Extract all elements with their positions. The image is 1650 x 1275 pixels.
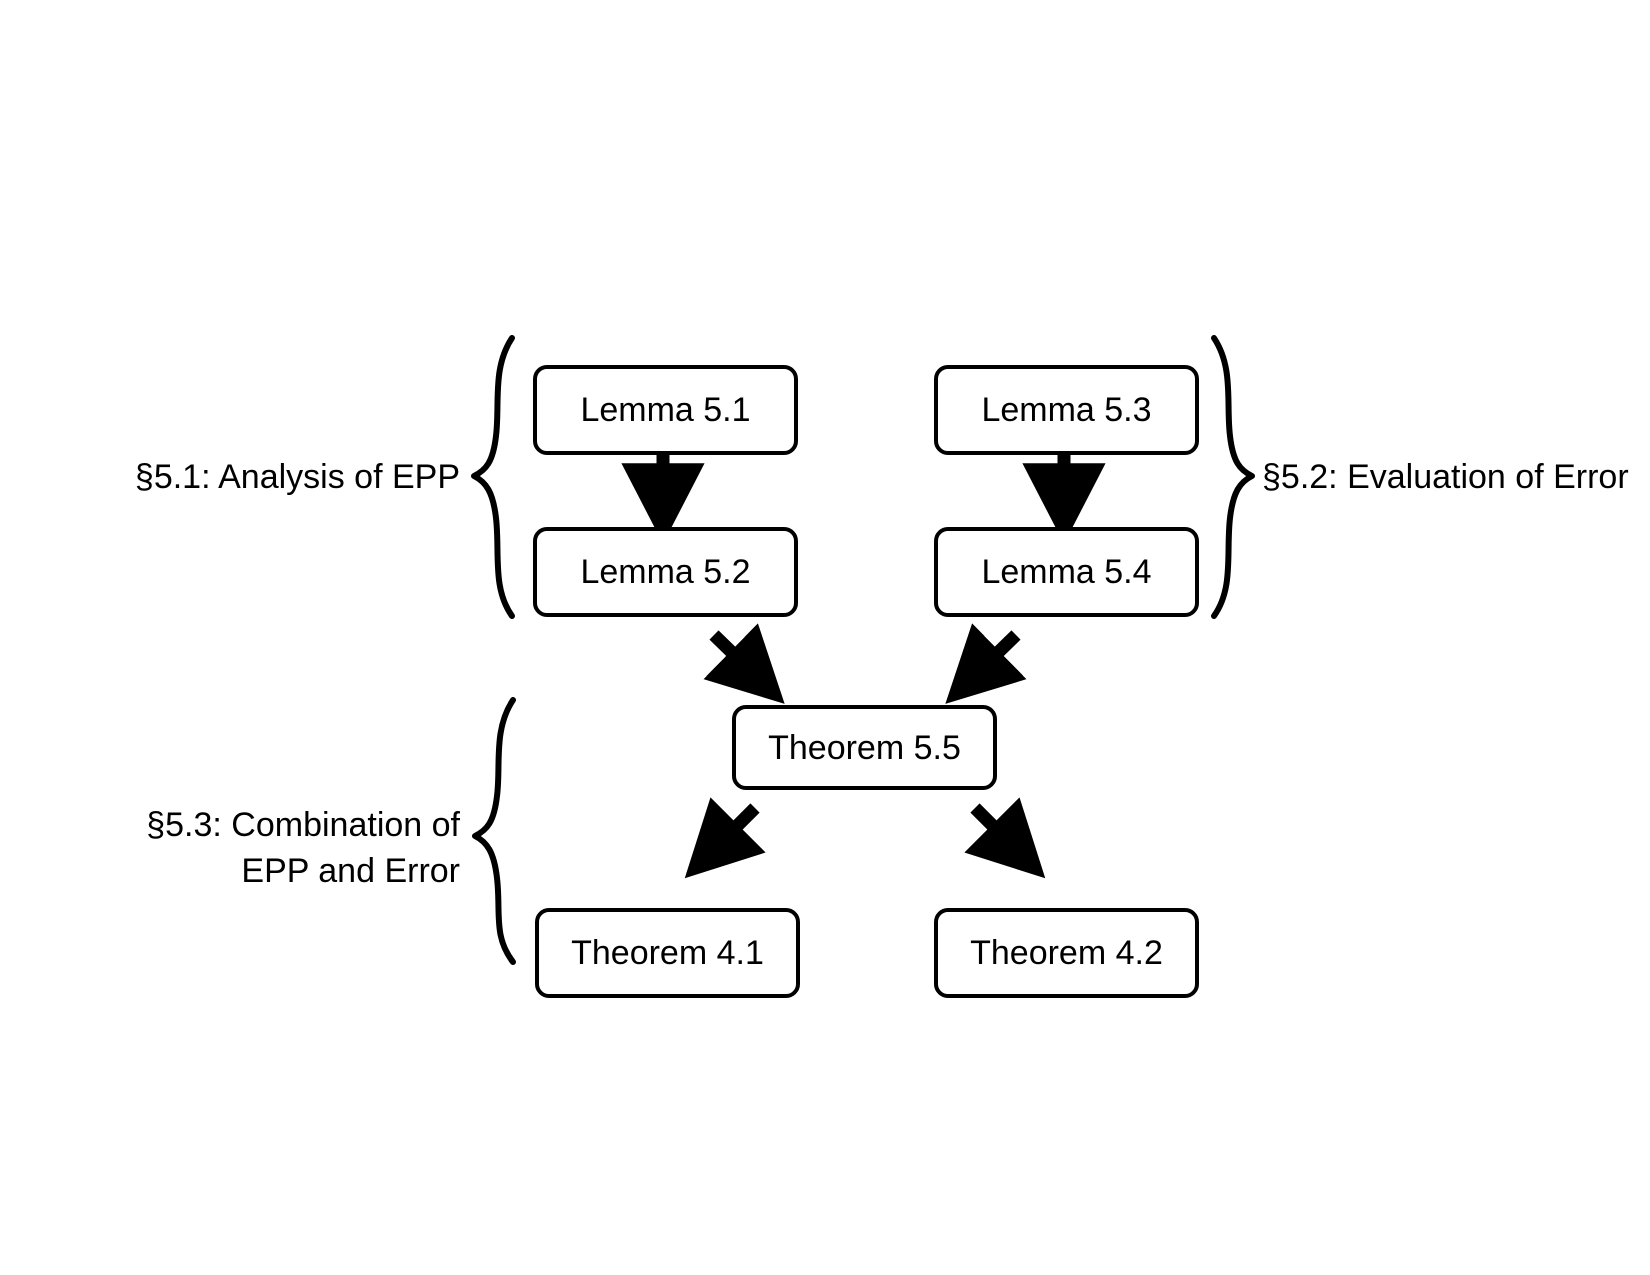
node-lemma-5-3[interactable]: Lemma 5.3 xyxy=(934,365,1199,455)
node-lemma-5-2-label: Lemma 5.2 xyxy=(580,553,751,591)
arrow-lemma54-to-theorem55 xyxy=(945,623,1027,704)
arrow-theorem55-to-theorem42 xyxy=(964,797,1046,879)
node-lemma-5-1[interactable]: Lemma 5.1 xyxy=(533,365,798,455)
brace-section-5-1 xyxy=(471,335,515,619)
section-label-5-3: §5.3: Combination of EPP and Error xyxy=(90,803,460,895)
node-theorem-4-2-label: Theorem 4.2 xyxy=(970,934,1163,972)
section-label-5-1: §5.1: Analysis of EPP xyxy=(134,458,460,496)
node-lemma-5-3-label: Lemma 5.3 xyxy=(981,391,1152,429)
node-lemma-5-4-label: Lemma 5.4 xyxy=(981,553,1152,591)
section-label-5-3-line2: EPP and Error xyxy=(241,851,460,890)
node-theorem-4-1-label: Theorem 4.1 xyxy=(571,934,764,972)
node-theorem-5-5[interactable]: Theorem 5.5 xyxy=(732,705,997,790)
arrow-lemma52-to-theorem55 xyxy=(703,623,785,704)
node-lemma-5-2[interactable]: Lemma 5.2 xyxy=(533,527,798,617)
arrow-theorem55-to-theorem41 xyxy=(684,797,766,879)
brace-section-5-2 xyxy=(1211,335,1255,619)
brace-section-5-3 xyxy=(472,697,516,965)
node-lemma-5-4[interactable]: Lemma 5.4 xyxy=(934,527,1199,617)
node-theorem-5-5-label: Theorem 5.5 xyxy=(768,728,961,767)
node-theorem-4-1[interactable]: Theorem 4.1 xyxy=(535,908,800,998)
section-label-5-3-line1: §5.3: Combination of xyxy=(146,806,460,844)
section-label-5-2: §5.2: Evaluation of Error xyxy=(1262,458,1629,496)
node-theorem-4-2[interactable]: Theorem 4.2 xyxy=(934,908,1199,998)
node-lemma-5-1-label: Lemma 5.1 xyxy=(580,391,751,429)
